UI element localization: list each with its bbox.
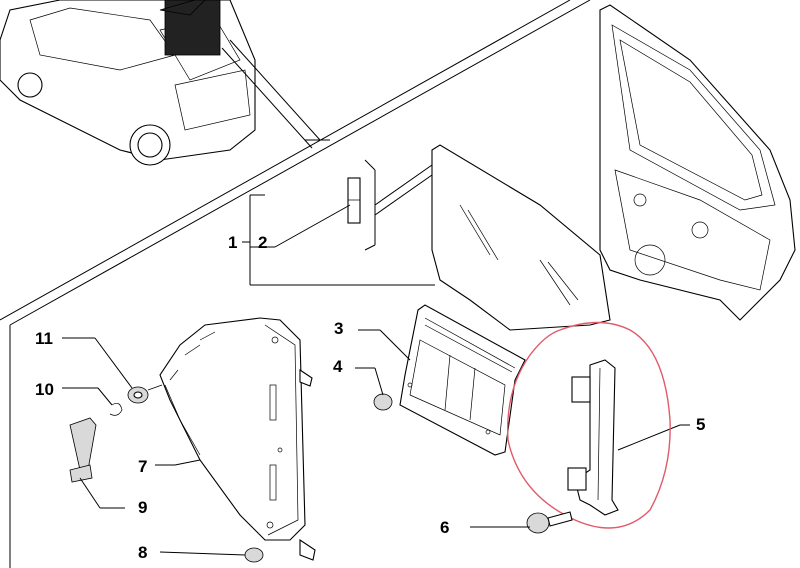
window-glass [431,144,611,331]
callout-4: 4 [333,357,343,376]
door-shell [599,4,796,321]
crank-clip [109,403,123,416]
plug [373,393,393,411]
glass-run-channel [506,321,681,529]
glass-clip [274,177,361,248]
callout-8: 8 [138,543,147,562]
callouts: 1 2 3 4 5 6 7 8 9 10 11 [35,233,705,562]
callout-2: 2 [258,233,267,252]
callout-5: 5 [696,415,705,434]
bushing [127,384,163,404]
group-bracket [249,159,435,286]
callout-6: 6 [440,518,449,537]
callout-10: 10 [35,380,54,399]
screw [526,511,573,534]
callout-9: 9 [138,498,147,517]
window-crank-handle [69,417,97,483]
callout-11: 11 [35,329,53,348]
car-illustration [0,0,330,166]
callout-3: 3 [334,319,343,338]
callout-7: 7 [138,457,147,476]
regulator-screws [299,368,316,561]
grommet [244,547,264,563]
leader-lines [62,241,690,556]
window-regulator [159,317,306,541]
callout-1: 1 [228,233,237,252]
frame-lines [0,0,591,568]
cover-panel [399,304,526,456]
